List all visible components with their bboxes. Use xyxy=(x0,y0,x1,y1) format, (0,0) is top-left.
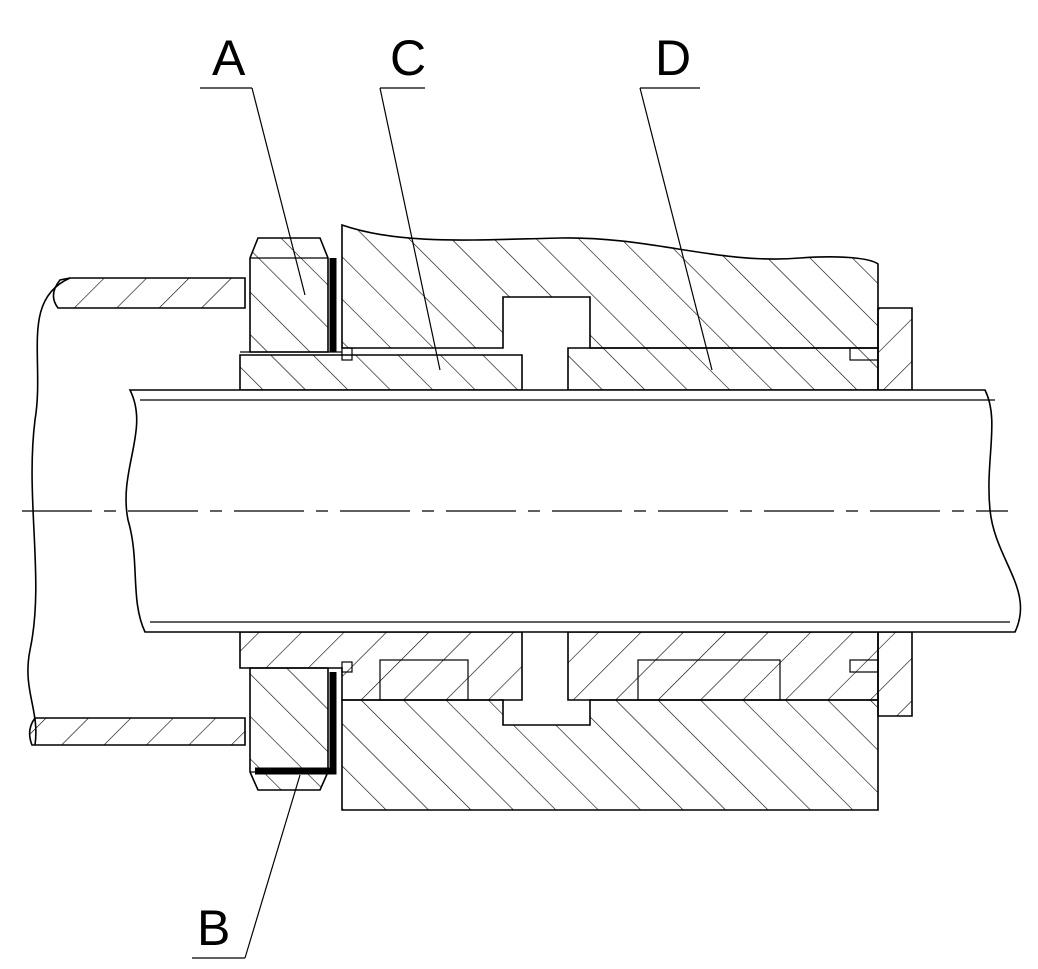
outer-pipe xyxy=(27,277,246,746)
label-b: B xyxy=(197,900,230,956)
sleeve-d-bottom xyxy=(567,631,879,701)
sleeve-c-top xyxy=(239,347,523,391)
leader-lines xyxy=(192,87,713,959)
gasket-b-bottom xyxy=(255,672,337,775)
nut-a-top xyxy=(249,237,329,353)
housing-bottom xyxy=(341,699,879,811)
end-ring-bottom xyxy=(877,631,913,717)
sleeve-d-top xyxy=(567,347,879,391)
end-ring-top xyxy=(877,307,913,391)
label-c: C xyxy=(390,30,426,86)
housing-top xyxy=(341,223,879,349)
label-a: A xyxy=(212,30,246,86)
label-d: D xyxy=(655,30,691,86)
